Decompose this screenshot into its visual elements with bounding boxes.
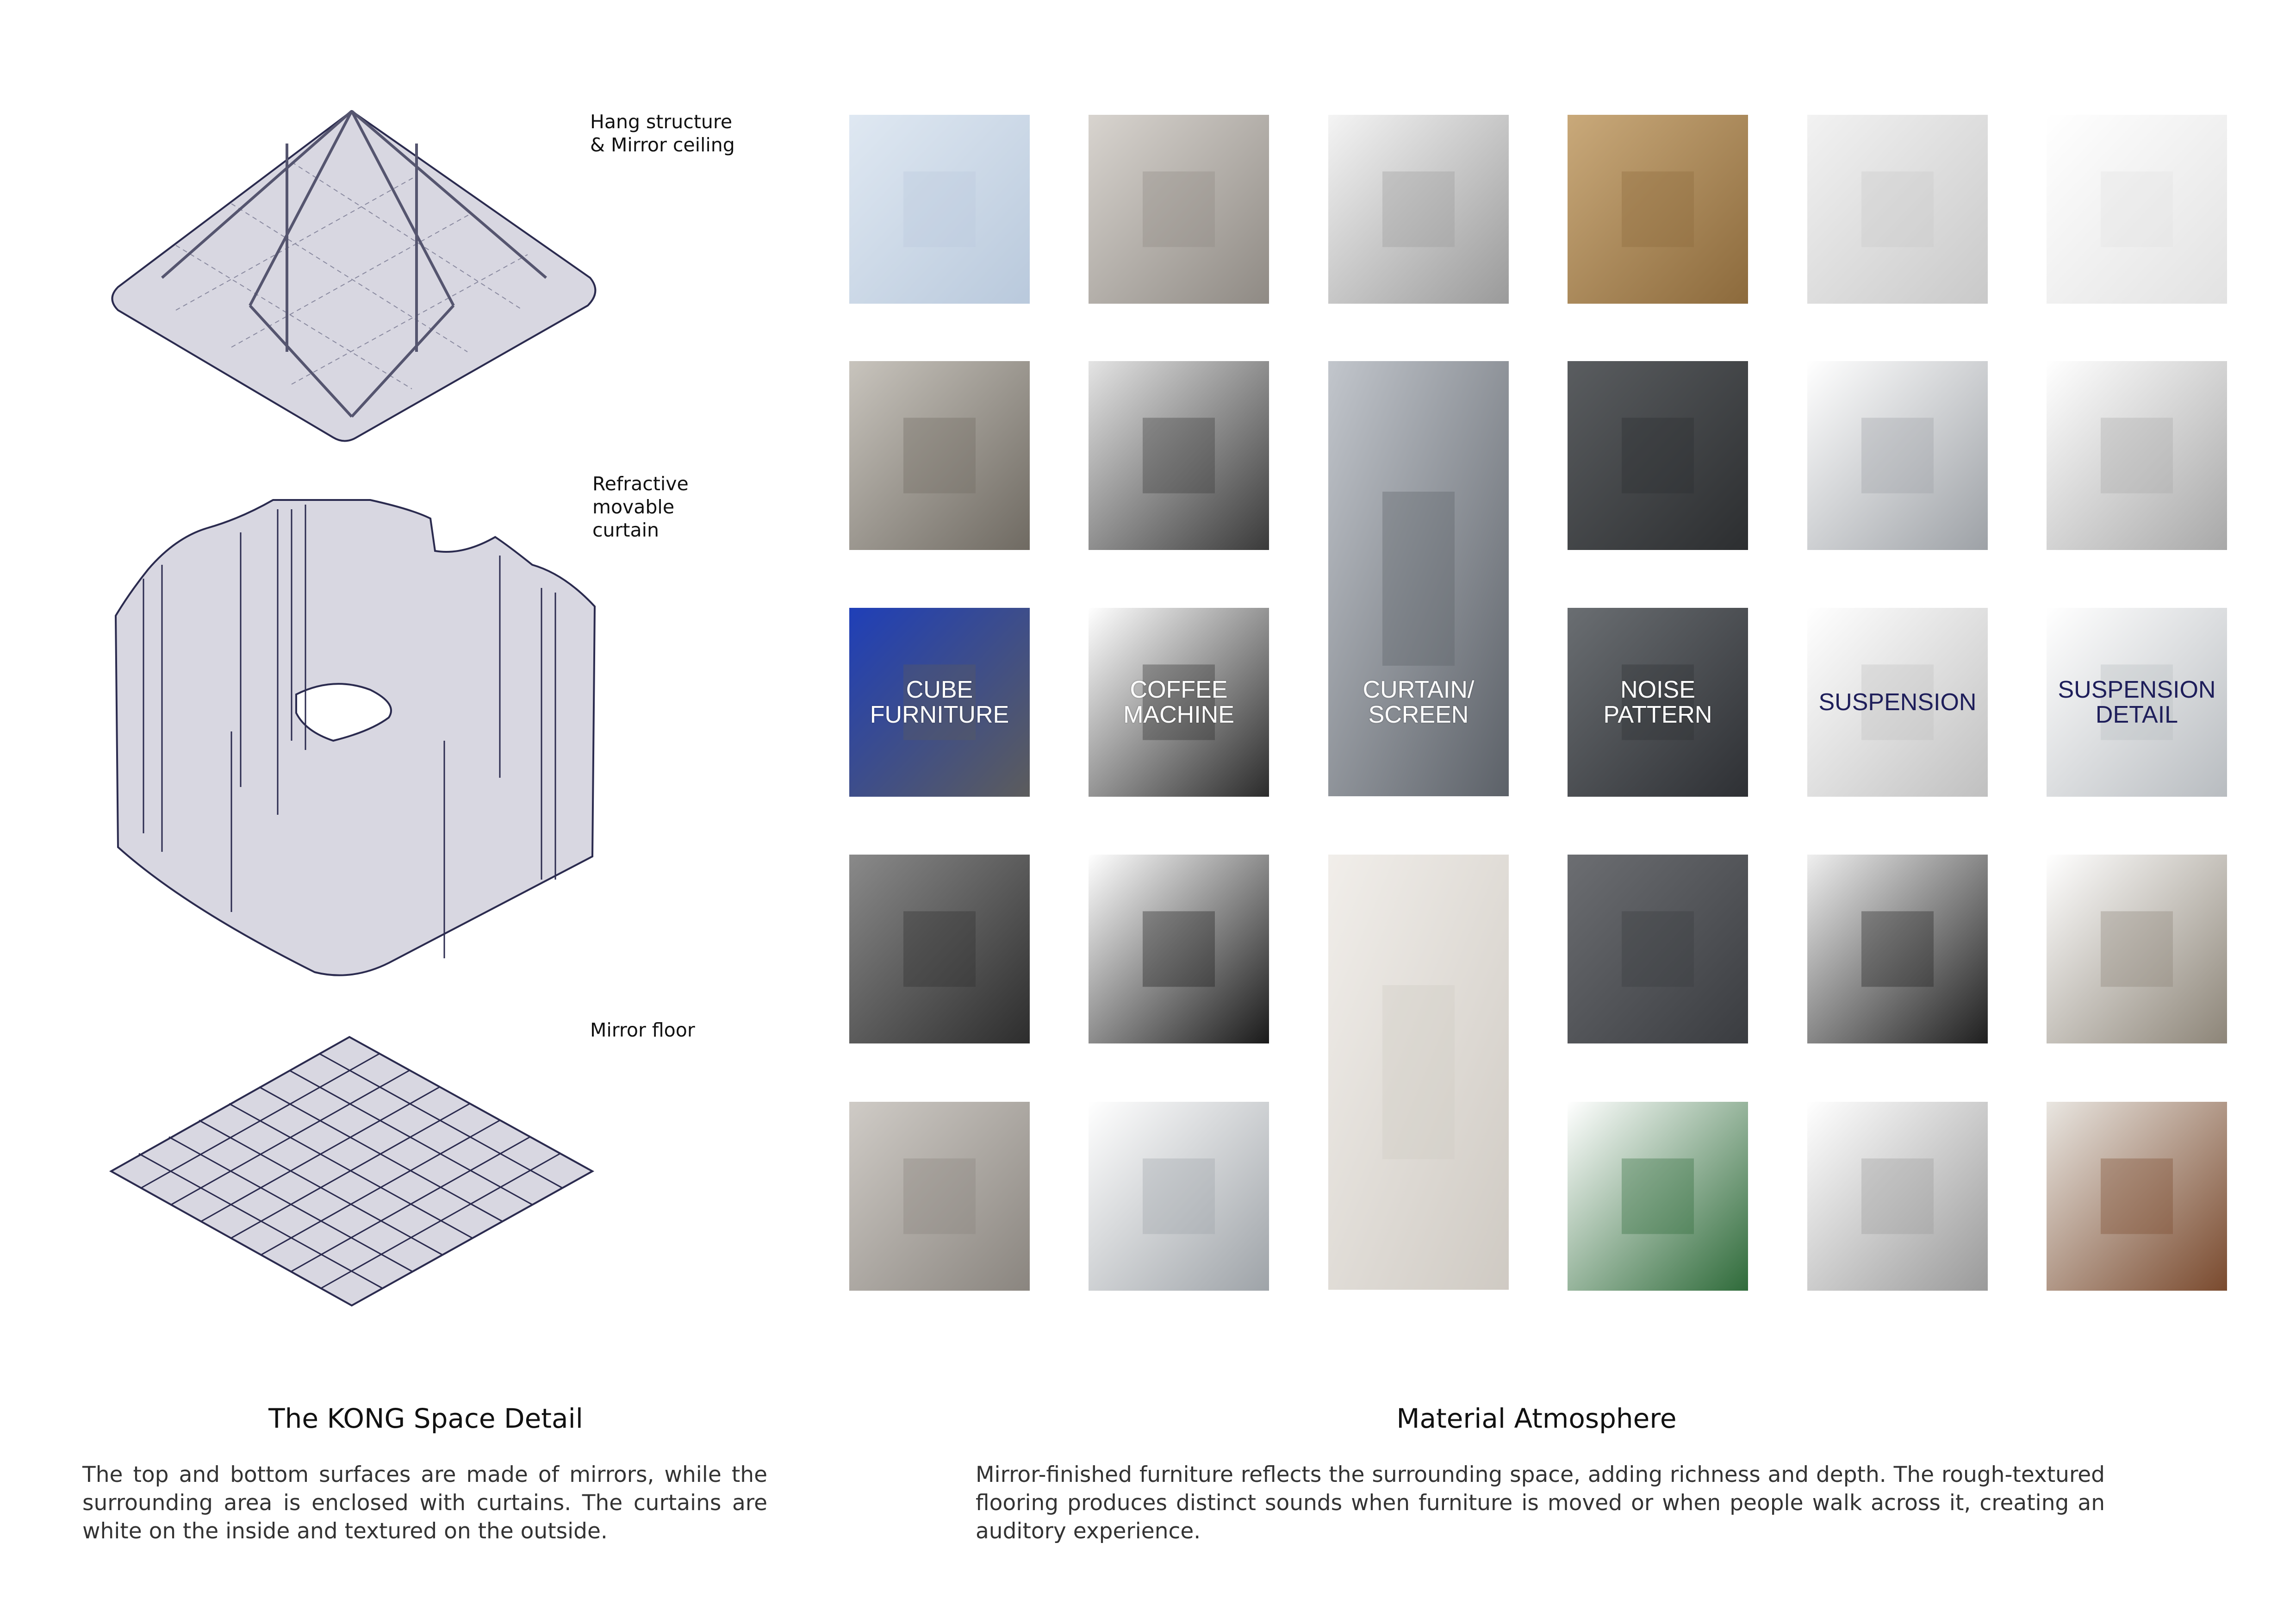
steel-cable-grippers-photo bbox=[1807, 361, 1988, 550]
suspension-kit-photo bbox=[2047, 608, 2227, 797]
mirror-pedestals-photo bbox=[849, 115, 1030, 304]
concrete-espresso-machine-photo bbox=[1089, 115, 1269, 304]
category-label-5: SUSPENSION DETAIL bbox=[2058, 676, 2216, 728]
category-label-1: COFFEE MACHINE bbox=[1123, 676, 1234, 728]
rod-bracket-photo bbox=[2047, 855, 2227, 1043]
movable-curtain bbox=[114, 499, 596, 976]
steel-cube-table-photo bbox=[849, 361, 1030, 550]
curtain-folds bbox=[143, 505, 556, 958]
metallic-curtain-photo bbox=[1328, 361, 1509, 796]
steel-cable-coil-photo bbox=[1807, 608, 1988, 797]
caster-wheel-photo bbox=[1807, 855, 1988, 1043]
ceiling-light-slot-photo bbox=[1807, 115, 1988, 304]
gooseneck-kettle-photo bbox=[1089, 855, 1269, 1043]
mirror-cube-pedestal-photo bbox=[849, 1102, 1030, 1291]
hanging-rod-photo bbox=[1807, 1102, 1988, 1291]
blue-acrylic-cube-photo bbox=[849, 608, 1030, 797]
category-label-0: CUBE FURNITURE bbox=[870, 676, 1009, 728]
rubber-floor-tiles-photo bbox=[1568, 361, 1748, 550]
stone-mosaic-photo bbox=[1568, 855, 1748, 1043]
kong-space-detail-title: The KONG Space Detail bbox=[268, 1403, 583, 1434]
exploded-axonometric-diagram: Hang structure & Mirror ceiling Refracti… bbox=[93, 93, 740, 1343]
steel-cube-side-table-photo bbox=[849, 855, 1030, 1043]
woven-jute-rug-photo bbox=[1568, 115, 1748, 304]
gravel-texture-photo bbox=[1568, 608, 1748, 797]
category-label-3: NOISE PATTERN bbox=[1603, 676, 1712, 728]
mirror-panels-photo bbox=[1328, 115, 1509, 304]
ceiling-grid bbox=[175, 162, 528, 389]
ceiling-kit-diagram-photo bbox=[2047, 115, 2227, 304]
steel-oval-tube-photo bbox=[2047, 361, 2227, 550]
interior-room-photo bbox=[2047, 1102, 2227, 1291]
material-atmosphere-title: Material Atmosphere bbox=[1396, 1403, 1677, 1434]
floor-grid bbox=[138, 1053, 563, 1289]
espresso-machine-photo bbox=[1089, 608, 1269, 797]
category-label-2: CURTAIN/ SCREEN bbox=[1363, 676, 1475, 728]
ceiling-label: Hang structure & Mirror ceiling bbox=[590, 111, 735, 156]
hang-structure-frame bbox=[161, 110, 547, 418]
axonometric-drawing bbox=[109, 110, 597, 1307]
artificial-leaf-mat-photo bbox=[1568, 1102, 1748, 1291]
kong-space-detail-text: The top and bottom surfaces are made of … bbox=[82, 1462, 767, 1544]
mirror-ceiling bbox=[111, 110, 597, 442]
floor-label: Mirror floor bbox=[590, 1019, 695, 1041]
category-label-4: SUSPENSION bbox=[1818, 689, 1977, 716]
drip-coffee-maker-photo bbox=[1089, 1102, 1269, 1291]
pour-over-coffee-stand-photo bbox=[1089, 361, 1269, 550]
white-curtain-room-photo bbox=[1328, 855, 1509, 1290]
curtain-label: Refractive movable curtain bbox=[592, 473, 689, 541]
material-atmosphere-text: Mirror-finished furniture reflects the s… bbox=[976, 1462, 2105, 1544]
